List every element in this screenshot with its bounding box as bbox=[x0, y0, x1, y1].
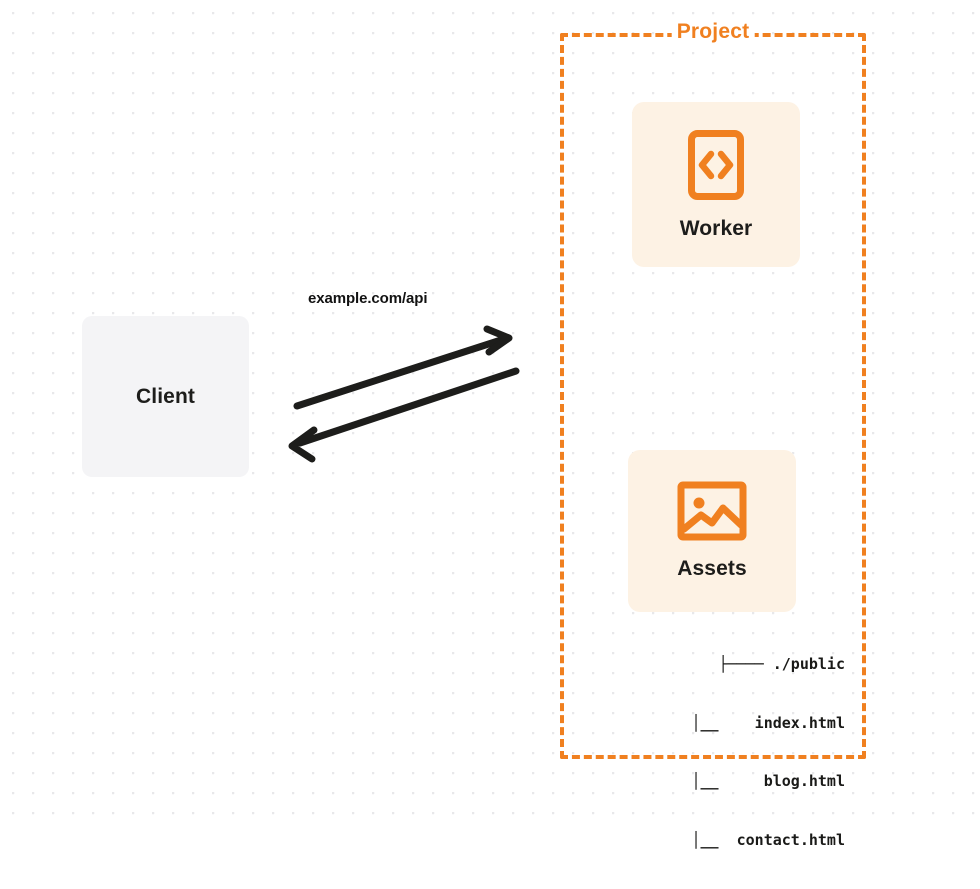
project-container: Project Worker Assets ├──── ./public │__… bbox=[560, 20, 866, 849]
file-tree-line: │__ blog.html bbox=[646, 772, 845, 790]
client-label: Client bbox=[136, 384, 195, 408]
worker-node[interactable]: Worker bbox=[632, 102, 800, 267]
assets-label: Assets bbox=[677, 557, 747, 580]
worker-label: Worker bbox=[679, 216, 753, 240]
file-tree-line: │__ contact.html bbox=[646, 830, 845, 849]
architecture-diagram: Client example.com/api Project Worker bbox=[0, 0, 980, 849]
image-icon bbox=[677, 481, 747, 541]
request-arrow-icon bbox=[293, 325, 513, 410]
code-brackets-icon bbox=[688, 129, 744, 200]
client-node[interactable]: Client bbox=[82, 316, 249, 477]
file-tree-line: ├──── ./public bbox=[718, 655, 845, 673]
assets-file-tree: ├──── ./public │__ index.html │__ blog.h… bbox=[600, 616, 845, 889]
response-arrow-icon bbox=[288, 367, 520, 463]
project-title: Project bbox=[671, 20, 755, 44]
file-tree-line: │__ index.html bbox=[646, 713, 845, 732]
api-endpoint-label: example.com/api bbox=[308, 290, 428, 307]
assets-node[interactable]: Assets bbox=[628, 450, 796, 612]
